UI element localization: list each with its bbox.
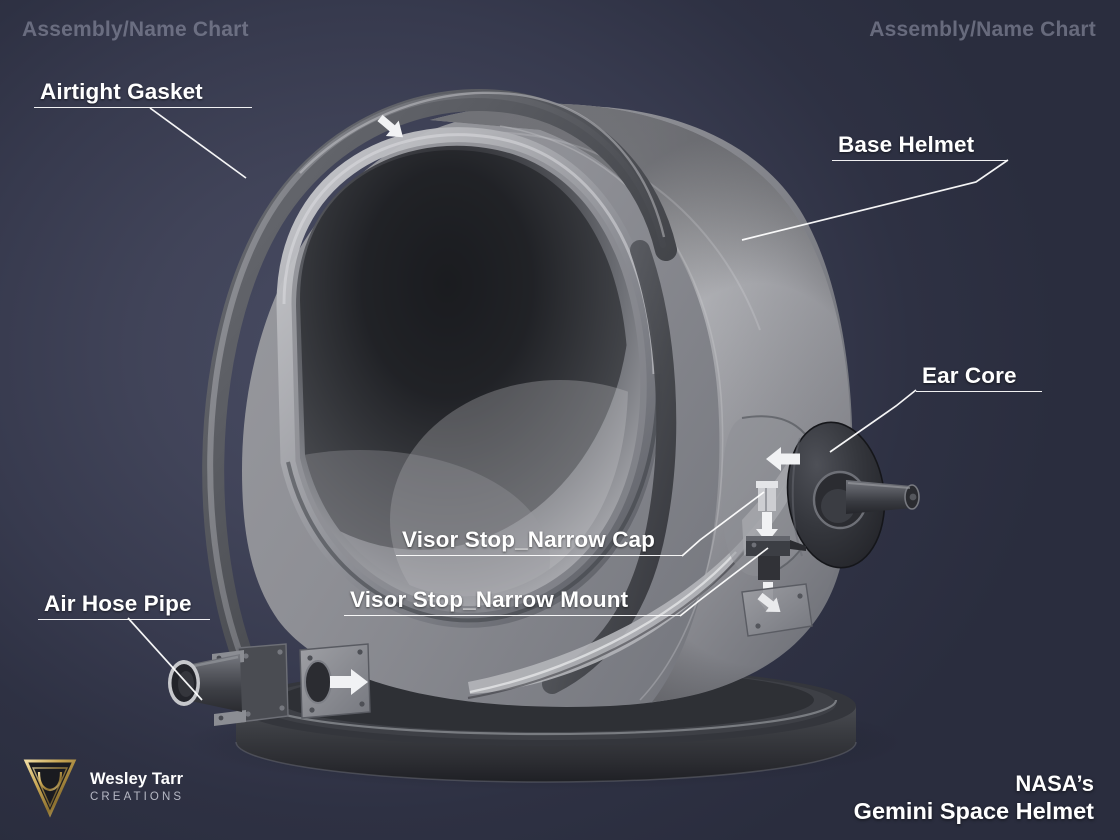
callout-air-hose-pipe[interactable]: Air Hose Pipe xyxy=(38,591,210,621)
header-title-left: Assembly/Name Chart xyxy=(22,18,249,41)
wesley-tarr-logo-icon xyxy=(23,759,77,818)
leader-visor-stop-mount xyxy=(679,547,769,617)
leader-visor-stop-cap xyxy=(681,491,765,557)
brand-signature[interactable]: Wesley Tarr CREATIONS xyxy=(22,756,184,818)
leader-ear-core xyxy=(829,389,917,453)
callout-rule-base-helmet xyxy=(832,159,1008,162)
project-title-line2: Gemini Space Helmet xyxy=(853,798,1094,825)
callout-label-air-hose-pipe: Air Hose Pipe xyxy=(44,591,192,616)
air-hose-pipe-part xyxy=(168,643,371,726)
callout-rule-visor-stop-narrow-cap xyxy=(396,554,682,557)
callout-visor-stop-narrow-cap[interactable]: Visor Stop_Narrow Cap xyxy=(396,527,682,557)
callout-label-visor-stop-narrow-mount: Visor Stop_Narrow Mount xyxy=(350,587,629,612)
callout-base-helmet[interactable]: Base Helmet xyxy=(832,132,1008,162)
callout-rule-air-hose-pipe xyxy=(38,618,210,621)
callout-label-base-helmet: Base Helmet xyxy=(838,132,975,157)
assembly-arrow-ear-core xyxy=(766,447,800,471)
project-title-line1: NASA’s xyxy=(1015,770,1094,796)
brand-subtitle: CREATIONS xyxy=(90,790,185,803)
visor-stop-narrow-mount-part xyxy=(746,536,806,580)
callout-rule-airtight-gasket xyxy=(34,106,252,109)
leader-airtight-gasket xyxy=(149,107,247,179)
leader-air-hose-pipe xyxy=(127,617,203,701)
leader-lines xyxy=(127,107,1009,701)
helmet-lower-plate xyxy=(741,583,813,637)
callout-airtight-gasket[interactable]: Airtight Gasket xyxy=(34,79,252,109)
brand-name: Wesley Tarr xyxy=(90,770,184,788)
callout-label-visor-stop-narrow-cap: Visor Stop_Narrow Cap xyxy=(402,527,655,552)
project-title: NASA’s Gemini Space Helmet xyxy=(854,771,1094,826)
assembly-arrow-gasket xyxy=(377,114,403,138)
callout-ear-core[interactable]: Ear Core xyxy=(916,363,1042,393)
leader-base-helmet xyxy=(741,159,1009,241)
callout-rule-visor-stop-narrow-mount xyxy=(344,614,680,617)
callout-label-airtight-gasket: Airtight Gasket xyxy=(40,79,203,104)
header-title-right: Assembly/Name Chart xyxy=(869,18,1096,41)
callout-visor-stop-narrow-mount[interactable]: Visor Stop_Narrow Mount xyxy=(344,587,680,617)
assembly-arrow-cap xyxy=(756,512,778,543)
visor-stop-narrow-cap-part xyxy=(756,481,778,511)
callout-rule-ear-core xyxy=(916,390,1042,393)
callout-label-ear-core: Ear Core xyxy=(922,363,1017,388)
